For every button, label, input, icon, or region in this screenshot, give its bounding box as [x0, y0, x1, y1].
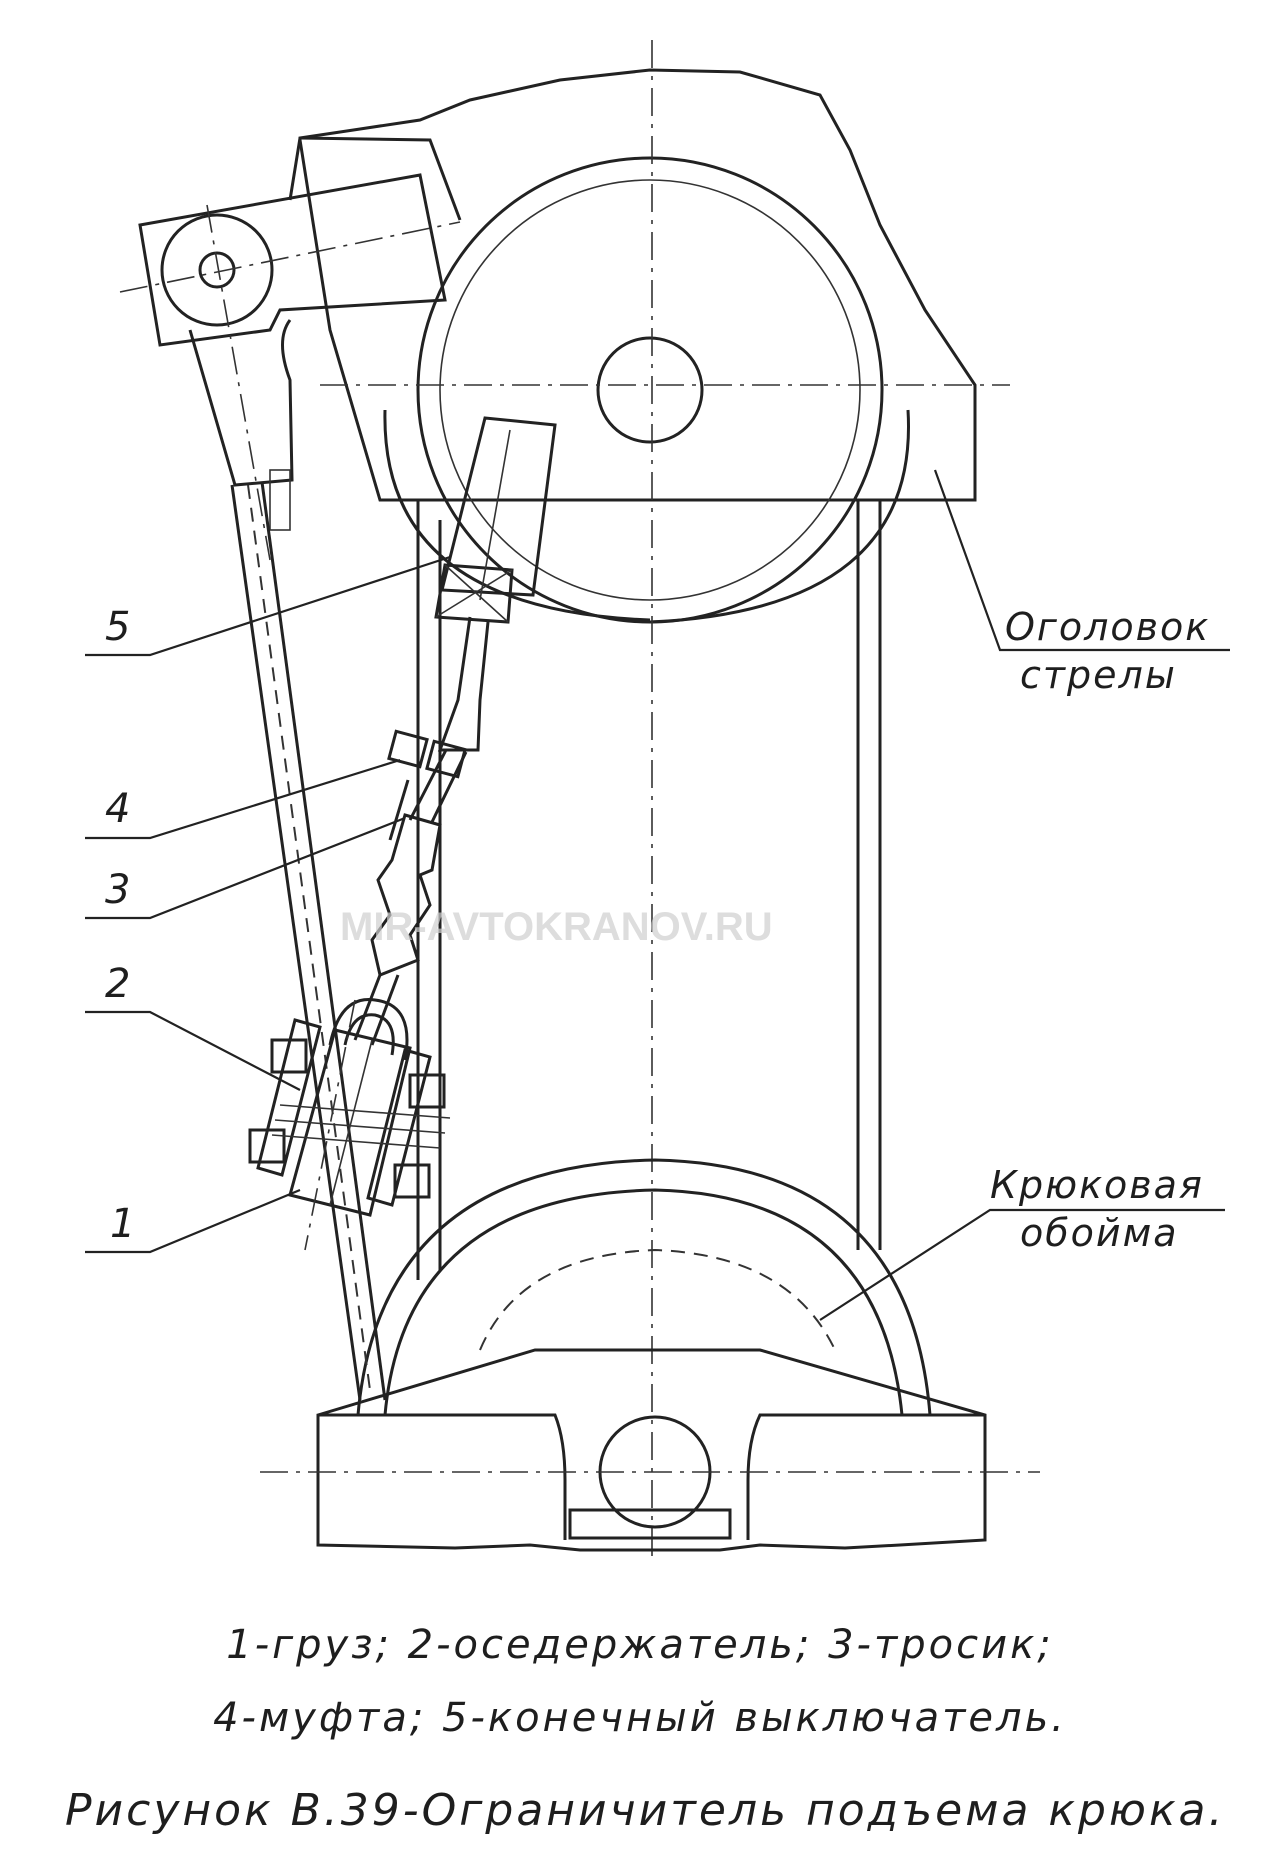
figure-title: Рисунок В.39-Ограничитель подъема крюка.: [65, 1785, 1226, 1836]
hook-block: [260, 1158, 1040, 1552]
callout-2: 2: [105, 961, 130, 1007]
weight-assembly: [248, 998, 451, 1251]
rope-and-coupling: [353, 729, 468, 1046]
watermark: MIR-AVTOKRANOV.RU: [340, 905, 773, 949]
hook-block-label-line2: обойма: [1020, 1211, 1179, 1255]
boom-head-label-line2: стрелы: [1020, 653, 1177, 697]
bracket-lever: [119, 204, 461, 561]
hook-block-label-line1: Крюковая: [990, 1163, 1204, 1207]
boom-head: [138, 68, 977, 502]
limit-switch: [434, 416, 557, 752]
boom-head-label-line1: Оголовок: [1005, 605, 1210, 649]
callout-3: 3: [105, 867, 130, 913]
leader-lines: [85, 469, 1230, 1321]
legend-line-2: 4-муфта; 5-конечный выключатель.: [213, 1695, 1067, 1741]
callout-5: 5: [105, 604, 130, 650]
legend-line-1: 1-груз; 2-оседержатель; 3-тросик;: [226, 1622, 1054, 1668]
side-plates: [416, 500, 882, 1280]
callout-1: 1: [110, 1201, 135, 1247]
callout-4: 4: [105, 786, 130, 832]
guide-rod: [230, 481, 387, 1401]
boom-head-sheave: [383, 156, 911, 624]
